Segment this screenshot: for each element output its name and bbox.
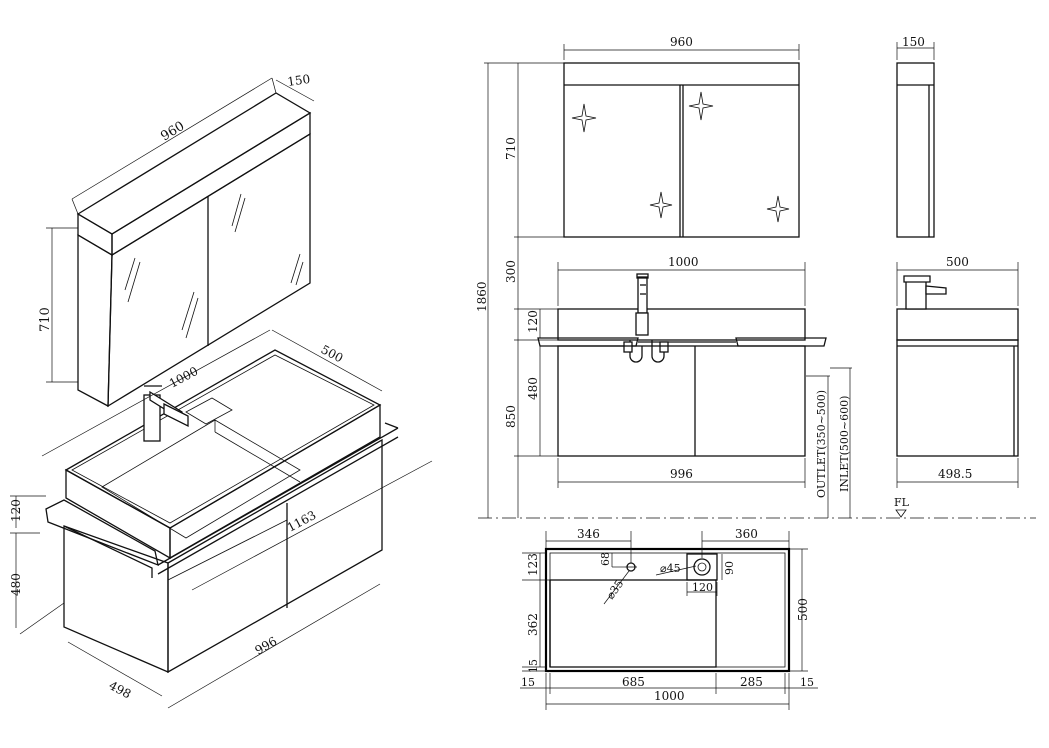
plan-500-label: 500 bbox=[796, 598, 810, 621]
plan-362-label: 362 bbox=[526, 613, 540, 636]
iso-overall-label: 1163 bbox=[285, 508, 319, 535]
side-cab-depth-label: 150 bbox=[902, 35, 925, 49]
sparkle-icon bbox=[571, 103, 597, 133]
front-mirror-cabinet bbox=[563, 62, 800, 238]
plan-68-label: 68 bbox=[599, 552, 612, 566]
iso-cabinet-dims bbox=[46, 77, 315, 383]
iso-vanity-height-label: 480 bbox=[9, 573, 23, 596]
iso-basin-width-label: 1000 bbox=[167, 364, 201, 391]
front-basin-width-label: 1000 bbox=[668, 255, 699, 269]
iso-vanity-width-label: 996 bbox=[253, 634, 280, 658]
iso-cab-depth-label: 150 bbox=[286, 72, 311, 89]
iso-basin bbox=[64, 349, 382, 560]
front-vanity bbox=[557, 345, 806, 457]
front-floor-to-top-label: 850 bbox=[504, 405, 518, 428]
plan-dia45-label: ⌀45 bbox=[660, 562, 681, 575]
floor-label: FL bbox=[894, 496, 910, 509]
iso-vanity-depth-label: 498 bbox=[107, 678, 134, 701]
iso-cab-width-label: 960 bbox=[158, 119, 187, 145]
inlet-label: INLET(500~600) bbox=[838, 396, 851, 492]
iso-towel-bar bbox=[45, 422, 399, 578]
plan-123-label: 123 bbox=[526, 553, 540, 576]
iso-mirror-cabinet bbox=[76, 92, 312, 408]
side-elevation: 150 500 498.5 bbox=[896, 35, 1019, 488]
plan-360-label: 360 bbox=[735, 527, 758, 541]
front-gap-label: 300 bbox=[504, 260, 518, 283]
drain-icon bbox=[625, 562, 637, 572]
front-cab-height-label: 710 bbox=[504, 137, 518, 160]
front-basin bbox=[537, 308, 827, 347]
outlet-label: OUTLET(350~500) bbox=[815, 390, 828, 498]
front-basin-height-label: 120 bbox=[526, 310, 540, 333]
iso-basin-depth-label: 500 bbox=[319, 342, 346, 365]
front-elevation: 960 1000 996 bbox=[475, 35, 1036, 519]
isometric-view: 960 150 710 bbox=[9, 72, 433, 709]
front-vanity-width-label: 996 bbox=[670, 467, 693, 481]
iso-vanity-dims bbox=[10, 329, 433, 709]
plan-346-label: 346 bbox=[577, 527, 600, 541]
sparkle-icon bbox=[766, 195, 790, 223]
plan-15-right-label: 15 bbox=[800, 676, 814, 689]
plan-dia35-label: ⌀35 bbox=[604, 577, 626, 601]
plan-120-label: 120 bbox=[692, 581, 713, 594]
plan-1000-label: 1000 bbox=[654, 689, 685, 703]
plan-685-label: 685 bbox=[622, 675, 645, 689]
plan-15-left-label: 15 bbox=[521, 676, 535, 689]
side-vanity-depth-label: 498.5 bbox=[938, 467, 972, 481]
front-total-height-label: 1860 bbox=[475, 281, 489, 312]
iso-cab-height-label: 710 bbox=[38, 307, 53, 332]
plan-285-label: 285 bbox=[740, 675, 763, 689]
plan-15a-label: 15 bbox=[527, 659, 540, 673]
front-cab-width-label: 960 bbox=[670, 35, 693, 49]
sparkle-icon bbox=[649, 191, 673, 219]
front-faucet-icon bbox=[623, 273, 669, 363]
side-basin-depth-label: 500 bbox=[946, 255, 969, 269]
sparkle-icon bbox=[688, 91, 714, 121]
plan-view: 346 360 123 362 15 68 ⌀35 ⌀45 90 120 500 bbox=[520, 527, 818, 710]
iso-basin-height-label: 120 bbox=[9, 499, 23, 522]
iso-faucet-icon bbox=[143, 385, 189, 442]
side-faucet-icon bbox=[903, 275, 947, 310]
plan-90-label: 90 bbox=[723, 561, 736, 575]
iso-vanity bbox=[63, 438, 383, 674]
front-vanity-height-label: 480 bbox=[526, 377, 540, 400]
